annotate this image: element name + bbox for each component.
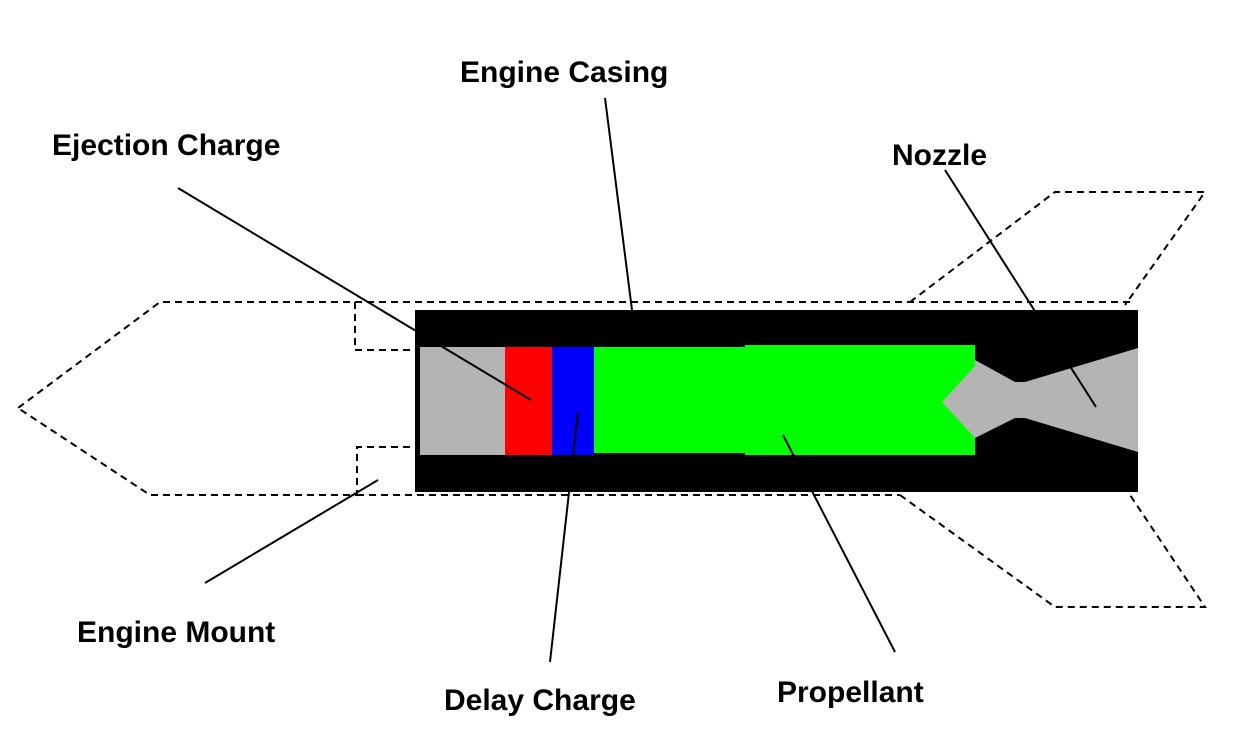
ejection-charge-label: Ejection Charge <box>52 129 280 162</box>
rocket-body-outline <box>17 191 1207 608</box>
engine-casing-label: Engine Casing <box>460 56 668 89</box>
ejection-charge <box>505 347 553 455</box>
engine-mount-label: Engine Mount <box>77 616 275 649</box>
leader-lines <box>177 97 1097 663</box>
engine-casing-leader <box>604 97 633 311</box>
propellant-label: Propellant <box>777 676 924 709</box>
rocket-lower-outline <box>17 407 410 496</box>
engine-mount-leader <box>204 479 379 584</box>
labels: Engine Casing Ejection Charge Nozzle Eng… <box>52 56 987 717</box>
engine <box>415 310 1138 492</box>
delay-charge <box>552 347 594 455</box>
delay-charge-label: Delay Charge <box>444 684 636 717</box>
upper-fin-outline <box>909 191 1207 306</box>
rocket-upper-outline <box>17 301 410 409</box>
ejection-charge-leader <box>177 187 532 401</box>
nozzle-leader <box>944 169 1097 408</box>
engine-cap <box>420 347 506 455</box>
delay-charge-leader <box>549 411 579 663</box>
nozzle-label: Nozzle <box>892 139 987 172</box>
propellant-leader <box>782 434 896 653</box>
propellant-grain <box>594 345 975 455</box>
nozzle-passage <box>942 348 1138 452</box>
lower-fin-outline <box>899 491 1207 608</box>
